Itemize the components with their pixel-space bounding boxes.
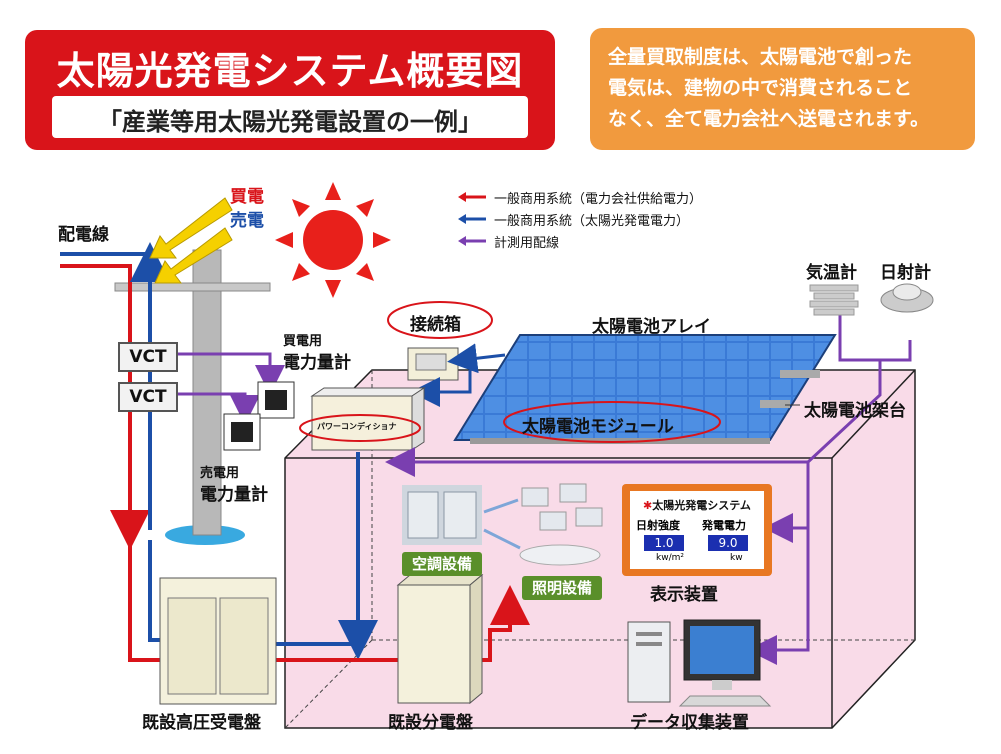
legend-label: 一般商用系統（太陽光発電電力） [494, 213, 690, 229]
buy-sell-arrows [149, 197, 233, 284]
power-value: 9.0 [708, 535, 748, 551]
display-device-screen: ✱太陽光発電システム 日射強度 発電電力 1.0 9.0 kw/m² kw [630, 491, 764, 569]
legend: 一般商用系統（電力会社供給電力） 一般商用系統（太陽光発電電力） 計測用配線 [458, 186, 702, 252]
vct-box-upper: VCT [118, 342, 178, 372]
computer-icon [627, 619, 772, 707]
display-device-label: 表示装置 [650, 585, 718, 605]
buy-meter-label-1: 買電用 [283, 334, 323, 349]
power-label: 発電電力 [702, 519, 746, 532]
irradiance-label: 日射強度 [636, 519, 680, 532]
distribution-panel [396, 573, 484, 705]
irradiance-unit: kw/m² [656, 553, 684, 563]
sun-icon [275, 182, 391, 298]
purple-arrow-icon [458, 236, 486, 246]
page-title: 太陽光発電システム概要図 [56, 49, 524, 93]
purple-line-sensors [838, 310, 912, 362]
legend-label: 計測用配線 [494, 235, 560, 251]
solar-module-label: 太陽電池モジュール [522, 417, 674, 437]
distribution-panel-label: 既設分電盤 [388, 713, 473, 733]
buy-meter-label-2: 電力量計 [283, 353, 351, 373]
buy-meter [257, 381, 295, 419]
red-line-to-panel [128, 540, 170, 662]
solar-mount-label: 太陽電池架台 [804, 401, 906, 421]
high-voltage-panel [159, 577, 277, 705]
thermometer-label: 気温計 [806, 263, 857, 283]
power-conditioner-label: パワーコンディショナ [317, 422, 397, 431]
page-subtitle: 「産業等用太陽光発電設置の一例」 [98, 108, 482, 136]
irradiance-value: 1.0 [644, 535, 684, 551]
note-line: 全量買取制度は、太陽電池で創った [608, 46, 913, 68]
note-text: 全量買取制度は、太陽電池で創った 電気は、建物の中で消費されること なく、全て電… [608, 42, 963, 135]
asterisk-icon: ✱ [643, 499, 653, 512]
note-box [590, 28, 975, 150]
data-collection-label: データ収集装置 [630, 713, 749, 733]
sell-meter-label-2: 電力量計 [200, 485, 268, 505]
sell-meter-label-1: 売電用 [200, 466, 240, 481]
legend-item: 一般商用系統（電力会社供給電力） [458, 186, 702, 208]
blue-arrow-icon [458, 214, 486, 224]
thermometer-icon [809, 284, 859, 316]
sell-power-label: 売電 [230, 211, 264, 231]
purple-line-buy-meter [176, 352, 285, 395]
high-voltage-panel-label: 既設高圧受電盤 [142, 713, 261, 733]
air-conditioning-tag: 空調設備 [402, 552, 482, 576]
display-title: 太陽光発電システム [652, 499, 751, 512]
subtitle-box [52, 96, 528, 138]
blue-line-junction-pcs [410, 370, 472, 407]
air-conditioning-image [402, 485, 482, 545]
pcs-highlight [299, 414, 421, 442]
ceiling-units-image [519, 483, 603, 566]
buy-power-label: 買電 [230, 187, 264, 207]
module-highlight [503, 401, 721, 443]
junction-box-label: 接続箱 [410, 315, 461, 335]
distribution-line-label: 配電線 [58, 225, 109, 245]
legend-item: 計測用配線 [458, 230, 702, 252]
note-line: なく、全て電力会社へ送電されます。 [608, 108, 930, 130]
legend-label: 一般商用系統（電力会社供給電力） [494, 191, 703, 207]
lighting-tag: 照明設備 [522, 576, 602, 600]
pyranometer-icon [880, 283, 934, 313]
vct-box-lower: VCT [118, 382, 178, 412]
blue-line-array-junction [447, 343, 506, 374]
power-unit: kw [730, 553, 743, 563]
purple-line-sell-meter [176, 392, 260, 425]
air-light-link-2 [483, 528, 521, 550]
junction-box-highlight [387, 301, 493, 339]
red-arrow-icon [458, 192, 486, 202]
pyranometer-label: 日射計 [880, 263, 931, 283]
junction-box [407, 347, 459, 381]
legend-item: 一般商用系統（太陽光発電電力） [458, 208, 702, 230]
note-line: 電気は、建物の中で消費されること [608, 77, 913, 99]
sell-meter [223, 413, 261, 451]
solar-array-label: 太陽電池アレイ [592, 317, 711, 337]
air-light-link [483, 498, 519, 514]
